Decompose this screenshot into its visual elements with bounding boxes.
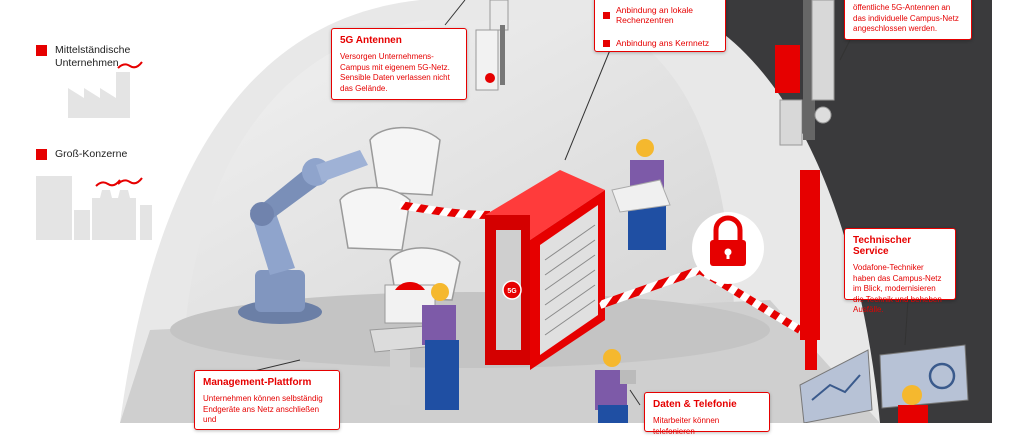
rechenzentrum-item-label: Anbindung ans Kernnetz — [616, 38, 710, 48]
callout-title: Management-Plattform — [203, 377, 312, 388]
server-badge-label: 5G — [507, 288, 517, 295]
worker-computer — [422, 283, 459, 410]
callout-text: Vodafone-Techniker haben das Campus-Netz… — [853, 263, 942, 314]
callout-text: Unternehmen können selbständig Endgeräte… — [203, 394, 323, 424]
bullet-square — [603, 11, 610, 19]
robot-arm — [238, 150, 368, 324]
legend-label: Groß-Konzerne — [55, 148, 128, 160]
conveyor — [399, 201, 491, 219]
factory-medium-icon — [68, 61, 143, 118]
rechenzentrum-item: Anbindung ans Kernnetz — [603, 38, 717, 48]
factory-large-icon — [36, 176, 152, 240]
server-5g-badge — [502, 280, 522, 300]
callout-daten-telefonie: Daten & Telefonie Mitarbeiter können tel… — [644, 392, 770, 436]
callout-title: 5G Antennen — [340, 35, 402, 46]
illustration: 5G — [36, 0, 1024, 423]
callout-title: Technischer Service — [853, 235, 912, 257]
callout-rechenzentrum: Anbindung an lokale Rechenzentren Anbind… — [594, 0, 726, 52]
legend-swatch — [36, 149, 47, 160]
rechenzentrum-item: Anbindung an lokale Rechenzentren — [603, 5, 717, 25]
right-margin — [992, 0, 1024, 423]
legend-item-konzerne: Groß-Konzerne — [36, 148, 127, 161]
callout-text: Mitarbeiter können telefonieren — [653, 416, 720, 436]
callout-technischer-service: Technischer Service Vodafone-Techniker h… — [844, 228, 956, 314]
callout-text: öffentliche 5G-Antennen an das individue… — [853, 3, 959, 33]
server-rack — [485, 170, 605, 370]
worker-tablet — [611, 139, 671, 250]
lock-icon — [692, 212, 764, 284]
callout-connectors — [249, 0, 909, 406]
callout-campus-netz: öffentliche 5G-Antennen an das individue… — [844, 0, 972, 40]
legend-label: Mittelständische Unternehmen — [55, 44, 131, 69]
service-monitors — [799, 344, 969, 423]
legend-item-mittelstand: Mittelständische Unternehmen — [36, 44, 141, 70]
worker-phone — [595, 349, 636, 423]
antenna-mast — [775, 0, 835, 370]
bullet-square — [603, 39, 610, 47]
callout-management-plattform: Management-Plattform Unternehmen können … — [194, 370, 340, 430]
callout-text: Versorgen Unternehmens-Campus mit eigene… — [340, 52, 450, 93]
antenna-inside — [475, 0, 509, 91]
rechenzentrum-item-label: Anbindung an lokale Rechenzentren — [616, 5, 694, 25]
callout-5g-antennen: 5G Antennen Versorgen Unternehmens-Campu… — [331, 28, 467, 100]
callout-title: Daten & Telefonie — [653, 399, 737, 410]
legend-swatch — [36, 45, 47, 56]
